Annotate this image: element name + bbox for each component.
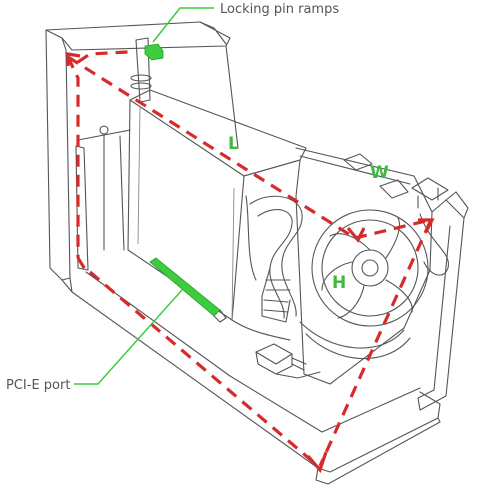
power-supply-line-art [99,37,307,321]
callout-leaders [74,7,214,385]
locking-pin-ramps [144,43,164,61]
top-left-corner-marker [77,50,129,64]
right-arrow-head [418,218,435,233]
pci-e-port [149,257,227,323]
pci-e-port-leader [74,289,183,385]
base-dimension-line [88,270,320,468]
width-dimension-line [354,218,431,240]
length-dimension-line [67,55,356,240]
bottom-arrow-head [306,451,328,474]
locking-pin-ramps-leader [152,7,214,43]
cable-line-art [231,195,321,379]
top-arrow-head [66,52,81,66]
width-label: W [370,163,389,183]
pci-e-port-label: PCI-E port [6,378,70,393]
length-label: L [228,134,239,154]
chassis-line-art [45,21,469,485]
dimension-lines [66,50,435,474]
locking-pin-ramps-highlight [144,43,164,61]
center-arrow-head [346,226,366,243]
height-label: H [332,273,346,293]
height-dimension-line [318,221,432,467]
pci-e-port-highlight [149,257,221,317]
graphics-card-line-art [295,147,449,385]
locking-pin-ramps-label: Locking pin ramps [220,2,339,17]
